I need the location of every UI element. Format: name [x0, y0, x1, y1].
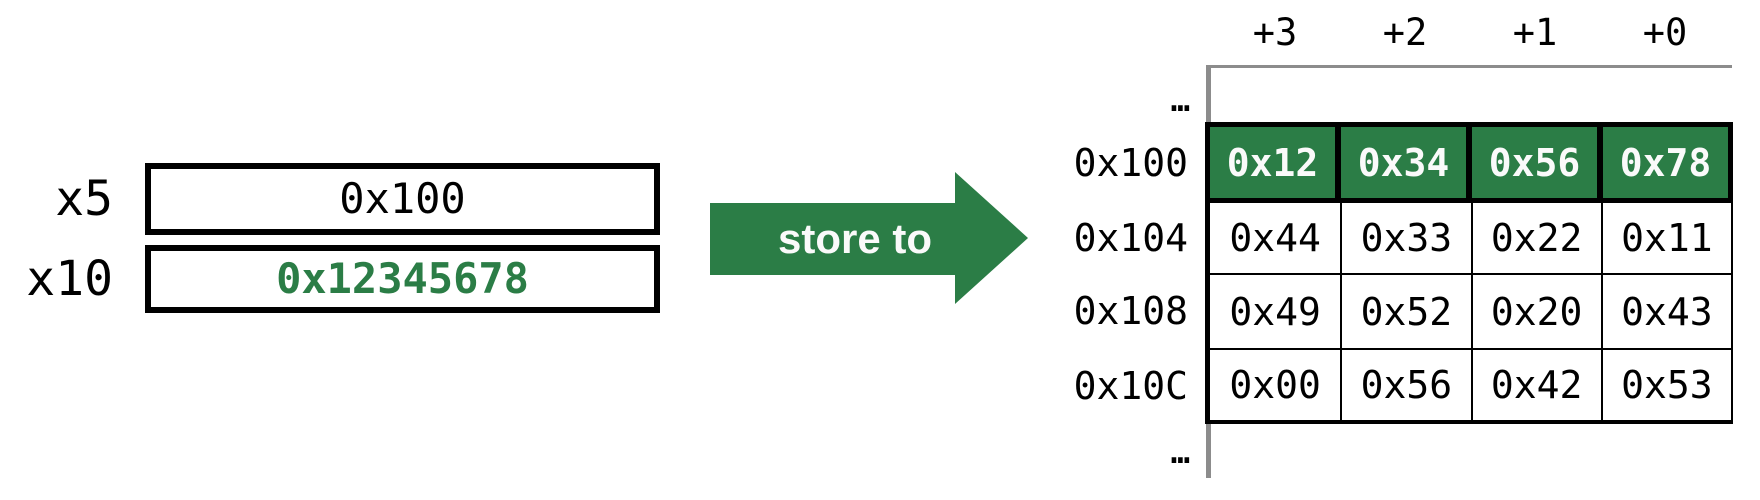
- memory-cell: 0x43: [1600, 273, 1731, 348]
- register-x10-name: x10: [26, 251, 113, 307]
- memory-ellipsis-bottom: …: [1170, 433, 1190, 471]
- store-arrow-label: store to: [777, 215, 932, 262]
- memory-cell: 0x53: [1600, 348, 1731, 420]
- register-x5-value: 0x100: [339, 174, 466, 223]
- memory-offset-header-plus1: +1: [1512, 10, 1558, 54]
- register-x10-value: 0x12345678: [276, 254, 529, 303]
- memory-cell: 0x56: [1340, 348, 1471, 420]
- register-x5-box: 0x100: [145, 163, 660, 235]
- memory-offset-header-plus0: +0: [1642, 10, 1688, 54]
- memory-top-line: [1210, 65, 1732, 68]
- memory-cell: 0x78: [1603, 127, 1728, 198]
- memory-cell: 0x12: [1210, 127, 1335, 198]
- memory-offset-header-plus3: +3: [1252, 10, 1298, 54]
- memory-cell: 0x52: [1340, 273, 1471, 348]
- memory-address-label: 0x100: [1073, 140, 1188, 185]
- memory-cell: 0x49: [1210, 273, 1341, 348]
- memory-cell: 0x00: [1210, 348, 1341, 420]
- memory-address-label: 0x10C: [1073, 364, 1188, 408]
- store-arrow: [710, 172, 1028, 304]
- register-x10-box: 0x12345678: [145, 245, 660, 313]
- memory-table: 0x44 0x33 0x22 0x11 0x49 0x52 0x20 0x43 …: [1205, 203, 1733, 424]
- memory-cell: 0x56: [1472, 127, 1597, 198]
- memory-cell: 0x20: [1470, 273, 1601, 348]
- memory-address-label: 0x104: [1073, 216, 1188, 260]
- memory-address-label: 0x108: [1073, 288, 1188, 333]
- memory-cell: 0x42: [1470, 348, 1601, 420]
- memory-cell: 0x22: [1470, 203, 1601, 273]
- register-x5-name: x5: [55, 171, 113, 227]
- memory-cell: 0x33: [1340, 203, 1471, 273]
- memory-offset-header-plus2: +2: [1382, 10, 1428, 54]
- memory-cell: 0x11: [1600, 203, 1731, 273]
- memory-row-highlighted: 0x12 0x34 0x56 0x78: [1205, 122, 1733, 203]
- memory-cell: 0x34: [1341, 127, 1466, 198]
- memory-cell: 0x44: [1210, 203, 1341, 273]
- memory-ellipsis-top: …: [1170, 81, 1190, 119]
